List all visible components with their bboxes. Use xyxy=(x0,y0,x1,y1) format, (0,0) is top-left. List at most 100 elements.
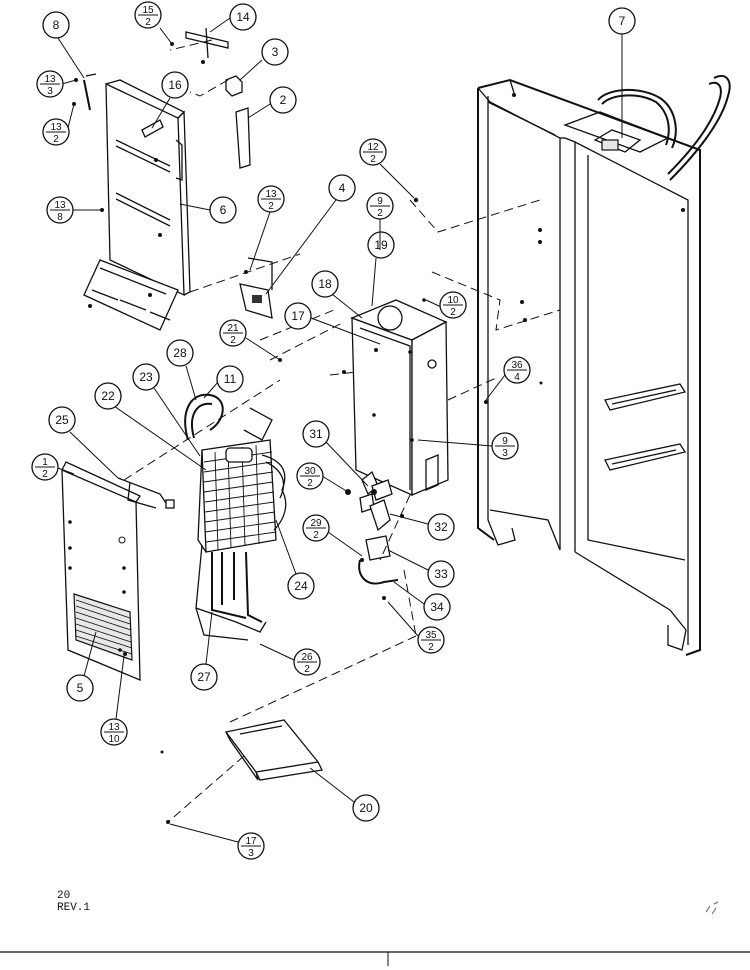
svg-text:16: 16 xyxy=(168,78,182,92)
callout-17-3: 17 3 xyxy=(169,823,265,860)
svg-text:3: 3 xyxy=(272,45,279,59)
svg-text:10: 10 xyxy=(108,734,120,745)
callout-4: 4 xyxy=(265,174,356,295)
svg-text:36: 36 xyxy=(511,360,523,371)
page-number: 20 xyxy=(57,890,71,902)
part-3-block xyxy=(225,75,243,97)
part-4-bracket xyxy=(239,257,273,319)
svg-text:13: 13 xyxy=(108,722,120,733)
callout-19: 19 xyxy=(367,231,395,307)
svg-text:22: 22 xyxy=(101,389,115,403)
svg-text:3: 3 xyxy=(47,86,53,97)
page-footer: 20 REV.1 xyxy=(57,890,90,914)
svg-text:2: 2 xyxy=(145,17,151,28)
fan-housing xyxy=(350,298,449,497)
scan-mark xyxy=(705,901,719,915)
svg-text:2: 2 xyxy=(370,154,376,165)
svg-text:2: 2 xyxy=(450,307,456,318)
svg-text:26: 26 xyxy=(301,652,313,663)
callout-23: 23 xyxy=(132,363,201,457)
callout-27: 27 xyxy=(190,611,218,691)
callout-22: 22 xyxy=(94,382,207,471)
svg-text:2: 2 xyxy=(313,530,319,541)
svg-text:8: 8 xyxy=(57,212,63,223)
svg-text:3: 3 xyxy=(502,448,508,459)
callout-29-2: 29 2 xyxy=(302,514,363,557)
callout-25: 25 xyxy=(48,406,119,479)
svg-text:15: 15 xyxy=(142,5,154,16)
svg-text:6: 6 xyxy=(220,203,227,217)
svg-text:2: 2 xyxy=(307,478,313,489)
svg-text:29: 29 xyxy=(310,518,322,529)
callout-3: 3 xyxy=(239,38,289,81)
svg-text:2: 2 xyxy=(230,335,236,346)
svg-text:2: 2 xyxy=(53,134,59,145)
svg-text:17: 17 xyxy=(245,836,257,847)
svg-text:9: 9 xyxy=(502,436,508,447)
callout-18: 18 xyxy=(311,270,363,319)
fan-motor-assembly xyxy=(345,470,404,600)
alignment-dash-lines xyxy=(123,39,561,823)
svg-text:7: 7 xyxy=(619,14,626,28)
callout-30-2: 30 2 xyxy=(296,462,349,493)
callout-16: 16 xyxy=(151,71,189,129)
svg-text:24: 24 xyxy=(294,579,308,593)
svg-text:9: 9 xyxy=(377,196,383,207)
callout-13-10: 13 10 xyxy=(100,655,128,746)
svg-text:13: 13 xyxy=(265,189,277,200)
callout-14: 14 xyxy=(209,3,257,33)
svg-text:4: 4 xyxy=(514,372,520,383)
callout-26-2: 26 2 xyxy=(259,643,321,676)
svg-text:27: 27 xyxy=(197,670,211,684)
svg-text:34: 34 xyxy=(430,600,444,614)
drain-trough xyxy=(224,719,323,781)
callout-32: 32 xyxy=(389,513,455,541)
callout-17: 17 xyxy=(284,302,381,345)
svg-text:14: 14 xyxy=(236,10,250,24)
svg-text:2: 2 xyxy=(428,642,434,653)
svg-text:18: 18 xyxy=(318,277,332,291)
callout-24: 24 xyxy=(275,519,315,600)
svg-text:21: 21 xyxy=(227,323,239,334)
svg-text:13: 13 xyxy=(44,74,56,85)
callout-34: 34 xyxy=(393,581,451,621)
part-2-strip xyxy=(235,107,251,169)
part-14-bracket xyxy=(185,27,229,59)
svg-text:23: 23 xyxy=(139,370,153,384)
callout-13-8: 13 8 xyxy=(46,196,102,224)
svg-text:19: 19 xyxy=(374,238,388,252)
svg-text:13: 13 xyxy=(50,122,62,133)
callout-20: 20 xyxy=(309,767,380,822)
callout-21-2: 21 2 xyxy=(219,319,281,361)
svg-text:28: 28 xyxy=(173,346,187,360)
callout-8: 8 xyxy=(42,11,85,79)
svg-text:32: 32 xyxy=(434,520,448,534)
svg-text:33: 33 xyxy=(434,567,448,581)
callout-13-3: 13 3 xyxy=(36,70,77,98)
callout-1-2: 1 2 xyxy=(31,453,75,481)
callout-15-2: 15 2 xyxy=(134,1,173,45)
svg-text:2: 2 xyxy=(377,208,383,219)
callout-11: 11 xyxy=(203,365,244,399)
callout-28: 28 xyxy=(166,339,197,401)
callout-13-2-top: 13 2 xyxy=(42,103,75,146)
svg-text:2: 2 xyxy=(304,664,310,675)
revision-label: REV.1 xyxy=(57,902,91,914)
svg-text:2: 2 xyxy=(42,469,48,480)
svg-text:31: 31 xyxy=(309,427,323,441)
callout-2: 2 xyxy=(247,86,297,119)
svg-text:2: 2 xyxy=(280,93,287,107)
callout-10-2: 10 2 xyxy=(425,291,467,319)
callout-9-2-top: 9 2 xyxy=(366,192,394,250)
svg-text:10: 10 xyxy=(447,295,459,306)
svg-text:12: 12 xyxy=(367,142,379,153)
rear-cover-panel xyxy=(61,461,175,681)
svg-text:5: 5 xyxy=(77,681,84,695)
svg-text:17: 17 xyxy=(291,309,305,323)
svg-text:25: 25 xyxy=(55,413,69,427)
svg-text:2: 2 xyxy=(268,201,274,212)
callout-5: 5 xyxy=(66,631,97,702)
svg-text:13: 13 xyxy=(54,200,66,211)
evaporator-cover-panel xyxy=(83,73,191,331)
